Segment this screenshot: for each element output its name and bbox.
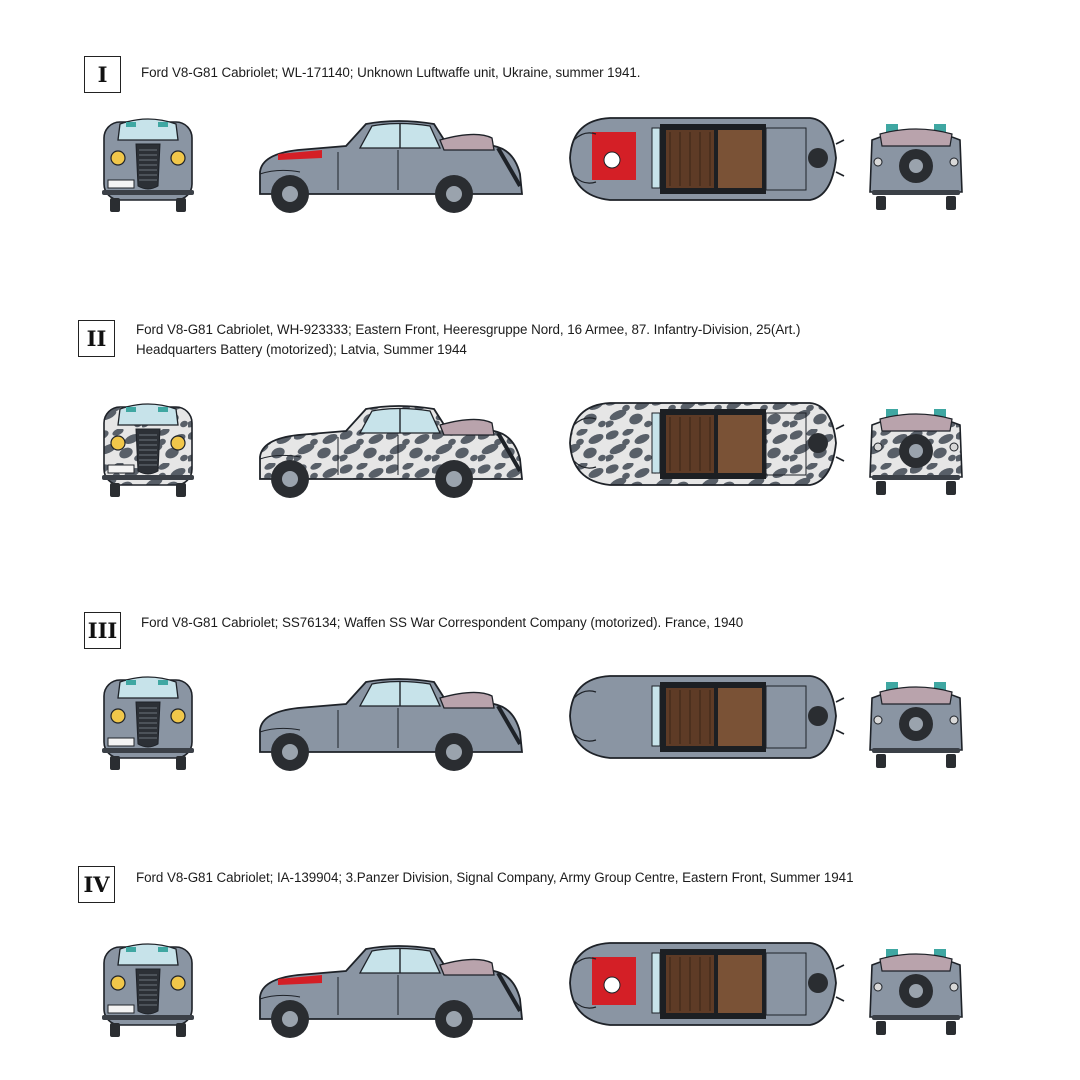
car-rear-view-icon	[869, 682, 963, 768]
car-side-view-icon	[259, 678, 523, 771]
car-front-view-icon	[102, 676, 194, 770]
car-front-view-icon	[102, 943, 194, 1037]
car-top-view-icon	[569, 402, 845, 486]
scheme-4: IV Ford V8-G81 Cabriolet; IA-139904; 3.P…	[0, 0, 1080, 903]
caption-line: Ford V8-G81 Cabriolet; WL-171140; Unknow…	[141, 65, 641, 80]
caption-line: Ford V8-G81 Cabriolet; IA-139904; 3.Panz…	[136, 870, 854, 885]
scheme-caption: Ford V8-G81 Cabriolet, WH-923333; Easter…	[136, 320, 800, 360]
caption-line: Headquarters Battery (motorized); Latvia…	[136, 342, 467, 357]
car-rear-view-icon	[869, 949, 963, 1035]
scheme-numeral: IV	[78, 866, 115, 903]
car-side-view-icon	[259, 945, 523, 1038]
car-top-view-icon	[569, 942, 845, 1026]
car-front-view-icon	[102, 118, 194, 212]
caption-line: Ford V8-G81 Cabriolet; SS76134; Waffen S…	[141, 615, 744, 630]
car-front-view-icon	[102, 403, 194, 497]
scheme-caption: Ford V8-G81 Cabriolet; IA-139904; 3.Panz…	[136, 868, 854, 888]
scheme-1: I Ford V8-G81 Cabriolet; WL-171140; Unkn…	[0, 0, 1080, 240]
caption-line: Ford V8-G81 Cabriolet, WH-923333; Easter…	[136, 322, 801, 337]
scheme-numeral: III	[84, 612, 121, 649]
scheme-caption: Ford V8-G81 Cabriolet; SS76134; Waffen S…	[141, 613, 743, 633]
car-top-view-icon	[569, 117, 845, 201]
car-top-view-icon	[569, 675, 845, 759]
scheme-3: III Ford V8-G81 Cabriolet; SS76134; Waff…	[0, 0, 1080, 649]
car-side-view-icon	[259, 120, 523, 213]
scheme-numeral: I	[84, 56, 121, 93]
scheme-2: II Ford V8-G81 Cabriolet, WH-923333; Eas…	[0, 0, 1080, 357]
car-rear-view-icon	[869, 409, 963, 495]
car-rear-view-icon	[869, 124, 963, 210]
scheme-caption: Ford V8-G81 Cabriolet; WL-171140; Unknow…	[141, 63, 641, 83]
scheme-numeral: II	[78, 320, 115, 357]
car-side-view-icon	[259, 405, 523, 498]
